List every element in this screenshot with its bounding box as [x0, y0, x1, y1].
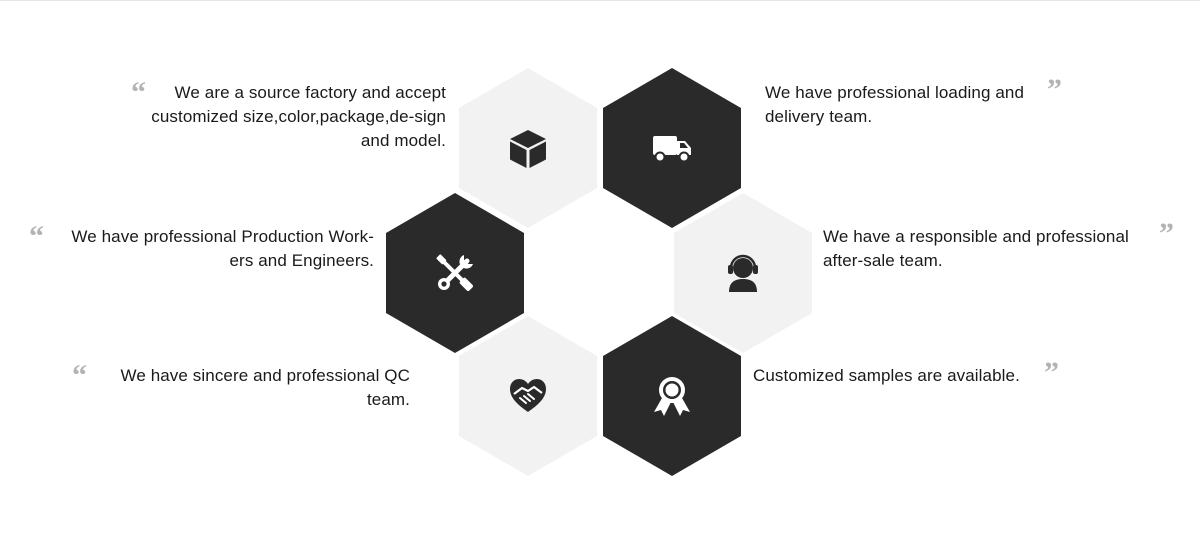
tools-icon	[433, 251, 477, 295]
hex-factory	[459, 68, 597, 228]
close-quote-icon: ”	[1159, 217, 1174, 250]
feature-delivery-text: We have professional loading and deliver…	[765, 83, 1025, 126]
headset-person-icon	[721, 251, 765, 295]
close-quote-icon: ”	[1044, 356, 1059, 389]
hex-samples	[603, 316, 741, 476]
feature-factory-text: We are a source factory and accept custo…	[151, 83, 446, 150]
feature-samples-text: Customized samples are available.	[753, 366, 1020, 385]
open-quote-icon: “	[72, 359, 87, 392]
hex-delivery	[603, 68, 741, 228]
open-quote-icon: “	[131, 76, 146, 109]
truck-icon	[650, 126, 694, 170]
feature-after-sale-text: We have a responsible and professional a…	[823, 227, 1129, 270]
hex-production	[386, 193, 524, 353]
award-ribbon-icon	[650, 374, 694, 418]
feature-production-text: We have professional Production Work-ers…	[71, 227, 374, 270]
close-quote-icon: ”	[1047, 73, 1062, 106]
feature-qc-text: We have sincere and professional QC team…	[120, 366, 410, 409]
top-divider	[0, 0, 1200, 1]
cube-icon	[506, 126, 550, 170]
hex-qc	[459, 316, 597, 476]
hex-after-sale	[674, 193, 812, 353]
open-quote-icon: “	[29, 220, 44, 253]
handshake-heart-icon	[506, 374, 550, 418]
